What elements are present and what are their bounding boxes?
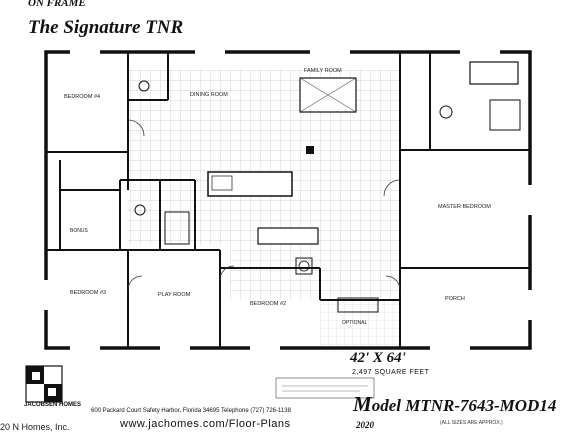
room-label-bonus: BONUS [70,228,88,234]
room-label-optional: OPTIONAL [342,320,368,326]
washer-icon [295,257,313,275]
shower-icon [489,99,521,131]
room-label-master: MASTER BEDROOM [438,204,491,210]
bathtub-icon [469,61,519,85]
plan-title: The Signature TNR [28,17,184,38]
room-label-bed3: BEDROOM #3 [70,290,106,296]
company-address: 600 Packard Court Safety Harbor, Florida… [91,408,291,414]
square-feet: 2,497 SQUARE FEET [352,369,430,376]
note-box [275,377,375,399]
toilet-icon [138,80,150,92]
model-number: Model MTNR-7643-MOD14 [353,392,556,417]
size-note: (ALL SIZES ARE APPROX.) [440,420,503,426]
fireplace-icon [306,146,314,154]
door-swings [127,119,401,291]
tile-floor-hall [230,245,400,300]
kitchen-counter [257,227,319,245]
model-rest: odel MTNR-7643-MOD14 [371,396,557,415]
room-label-family: FAMILY ROOM [304,68,342,74]
room-label-dining: DINING ROOM [190,92,228,98]
room-label-bed2: BEDROOM #2 [250,301,286,307]
dimensions: 42' X 64' [350,350,406,366]
room-label-bed4: BEDROOM #4 [64,94,100,100]
plan-year: 2020 [356,420,374,430]
logo-text: JACOBSEN HOMES [24,402,82,408]
room-label-play: PLAY ROOM [158,292,191,298]
on-frame-label: ON FRAME [28,0,86,9]
room-label-porch: PORCH [445,296,465,302]
website-link[interactable]: www.jachomes.com/Floor-Plans [120,418,291,430]
tub-icon [164,211,190,245]
toilet-icon [439,105,453,119]
company-logo [25,365,63,403]
interior-walls [46,52,530,348]
windows [44,50,532,350]
model-initial: M [353,392,372,416]
porch-steps [337,297,379,313]
watermark: 20 N Homes, Inc. [0,422,70,432]
toilet-icon [134,204,146,216]
sink-icon [211,175,233,191]
tile-floor-porch [320,300,400,348]
